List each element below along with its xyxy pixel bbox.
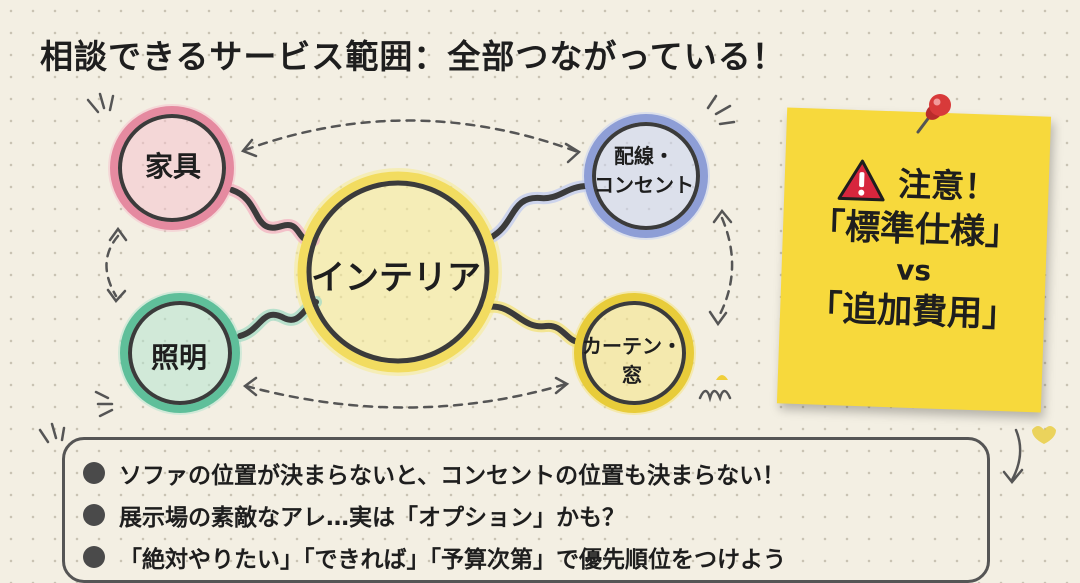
- tip-item: 展示場の素敵なアレ…実は「オプション」かも？: [83, 494, 971, 536]
- furniture-label: 家具: [144, 150, 201, 183]
- lighting-node: [120, 293, 240, 413]
- interior-node: [297, 171, 499, 373]
- arrowhead: [708, 310, 728, 327]
- furniture-node: [110, 106, 234, 230]
- tip-item: ソファの位置が決まらないと、コンセントの位置も決まらない！: [83, 452, 971, 494]
- warning-icon: [836, 157, 888, 203]
- curtain-label-line1: カーテン・: [582, 334, 682, 358]
- warning-sticky-note: 注意！ 「標準仕様」 vs 「追加費用」: [776, 107, 1052, 413]
- curtain-highlight: [572, 291, 696, 415]
- curtain-node: [574, 293, 694, 413]
- furniture-highlight: [108, 104, 236, 232]
- note-standard-spec: 「標準仕様」: [809, 206, 1021, 254]
- tip-item: 「絶対やりたい」「できれば」「予算次第」で優先順位をつけよう: [83, 536, 971, 578]
- arrow-furniture-lighting: [105, 234, 120, 298]
- page-title: 相談できるサービス範囲：全部つながっている！: [40, 37, 786, 76]
- wiring-node: [584, 114, 708, 238]
- wiring-label: 配線・ コンセント: [582, 142, 706, 200]
- interior-label: インテリア: [311, 258, 481, 298]
- note-heading-text: 注意！: [897, 164, 998, 207]
- curtain-label: カーテン・ 窓: [570, 332, 694, 390]
- curtain-label-line2: 窓: [622, 363, 642, 387]
- arrowhead: [106, 288, 127, 303]
- lighting-highlight: [118, 291, 242, 415]
- arrowhead: [240, 138, 258, 158]
- wiring-label-line2: コンセント: [594, 173, 694, 197]
- connector-wiring: [484, 180, 594, 244]
- note-additional-cost: 「追加費用」: [806, 288, 1018, 336]
- tip-text: 「絶対やりたい」「できれば」「予算次第」で優先順位をつけよう: [119, 547, 786, 573]
- bullet-icon: [83, 504, 105, 526]
- arrowhead: [242, 376, 258, 397]
- tip-text: ソファの位置が決まらないと、コンセントの位置も決まらない！: [119, 463, 786, 489]
- tips-panel: ソファの位置が決まらないと、コンセントの位置も決まらない！ 展示場の素敵なアレ……: [62, 437, 990, 583]
- wiring-highlight: [582, 112, 710, 240]
- arrowhead: [564, 142, 582, 164]
- arrow-lighting-curtain: [244, 382, 568, 409]
- arrow-wiring-curtain: [716, 216, 734, 320]
- interior-highlight: [294, 168, 502, 376]
- arrow-furniture-wiring: [243, 119, 580, 154]
- tip-text: 展示場の素敵なアレ…実は「オプション」かも？: [119, 505, 625, 531]
- note-heading: 注意！: [784, 153, 1050, 210]
- bullet-icon: [83, 546, 105, 568]
- arrowhead: [712, 208, 733, 224]
- arrowhead: [108, 226, 128, 242]
- arrowhead: [554, 376, 570, 395]
- lighting-label: 照明: [150, 341, 207, 374]
- wiring-label-line1: 配線・: [614, 144, 674, 168]
- pushpin-icon: [916, 94, 951, 134]
- bullet-icon: [83, 462, 105, 484]
